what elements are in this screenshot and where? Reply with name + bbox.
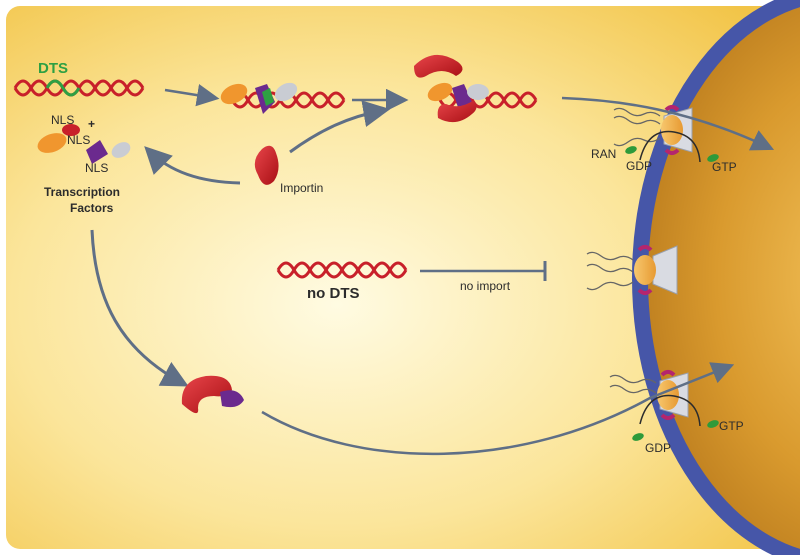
arrow-tfs-to-importin-tf bbox=[90, 229, 189, 387]
arrow-dna-to-complex bbox=[164, 84, 220, 107]
nls-label-1: NLS bbox=[51, 113, 74, 127]
nuclear-pore-middle bbox=[586, 245, 678, 295]
dts-label: DTS bbox=[38, 60, 68, 77]
ran-label: RAN bbox=[591, 147, 616, 161]
tf-gray bbox=[274, 82, 298, 102]
importin-3 bbox=[181, 375, 232, 414]
ran-cycle-arc-top bbox=[639, 130, 701, 163]
ran-cycle-arc-bottom bbox=[639, 394, 701, 427]
gtp-label-top: GTP bbox=[712, 160, 737, 174]
gdp-label-top: GDP bbox=[626, 159, 652, 173]
plus-sign: + bbox=[88, 117, 95, 131]
nuclear-pore-bottom bbox=[609, 370, 689, 420]
ran-gtp-protein-top bbox=[707, 154, 719, 162]
importin-tf-complex bbox=[181, 375, 244, 414]
arrow-import-top bbox=[561, 96, 775, 151]
no-import-label: no import bbox=[460, 279, 511, 293]
nls-label-2: NLS bbox=[67, 133, 90, 147]
gtp-label-bottom: GTP bbox=[719, 419, 744, 433]
tf-orange bbox=[220, 83, 248, 105]
importin-bound-complex bbox=[414, 54, 538, 123]
importin-2 bbox=[437, 100, 477, 123]
arrow-import-bottom bbox=[261, 362, 735, 456]
tf-purple-bound bbox=[220, 390, 244, 408]
transcription-factors-group bbox=[37, 124, 131, 164]
tf-label-line1: Transcription bbox=[44, 185, 120, 199]
plasmid-dna-no-dts bbox=[276, 261, 408, 279]
no-dts-label: no DTS bbox=[307, 285, 360, 302]
dts-segment bbox=[45, 79, 81, 97]
arrow-importin-to-complex bbox=[289, 100, 391, 154]
nuclear-pore-top bbox=[613, 105, 693, 155]
ran-gdp-protein-bottom bbox=[632, 433, 644, 441]
dna-tf-complex bbox=[220, 82, 346, 114]
importin-1 bbox=[414, 54, 463, 78]
ran-gdp-protein-top bbox=[625, 146, 637, 154]
gdp-label-bottom: GDP bbox=[645, 441, 671, 455]
nls-label-3: NLS bbox=[85, 161, 108, 175]
tf-label-line2: Factors bbox=[70, 201, 114, 215]
free-importin bbox=[254, 145, 279, 185]
plasmid-dna-with-dts bbox=[13, 79, 145, 97]
ran-gtp-protein-bottom bbox=[707, 420, 719, 428]
arrow-importin-to-tfs bbox=[144, 146, 241, 185]
importin-label: Importin bbox=[280, 181, 323, 195]
